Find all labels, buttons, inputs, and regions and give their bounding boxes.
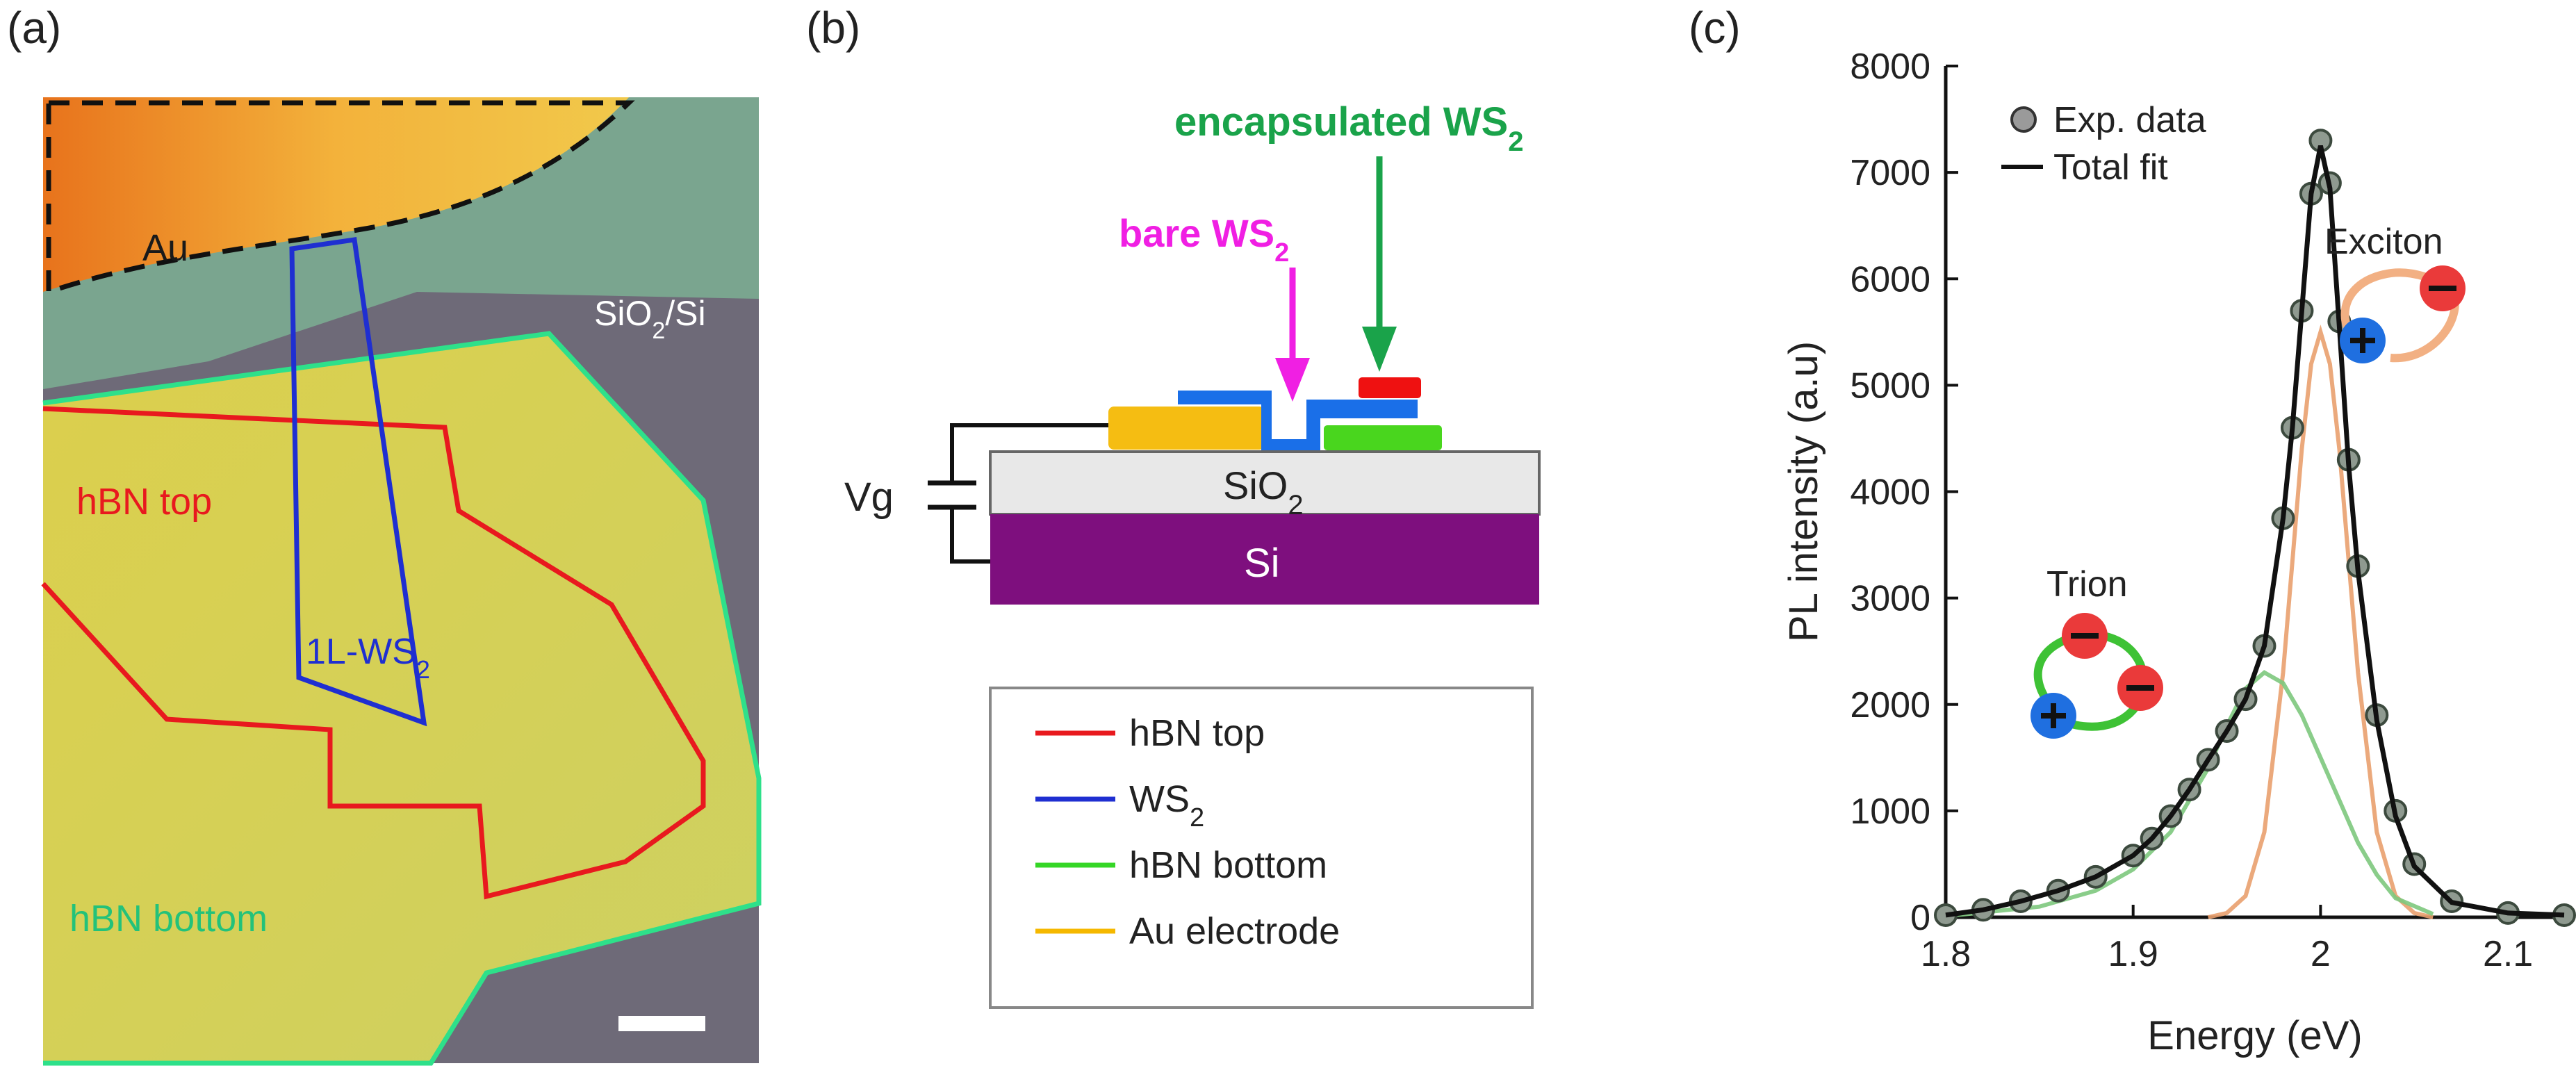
total-fit-line (1945, 145, 2565, 918)
encapsulated-ws2-label: encapsulated WS2 (1174, 99, 1523, 157)
legend-marker-exp-data (2010, 106, 2037, 133)
y-tick-label: 0 (1910, 898, 1930, 938)
x-tick-label: 2 (2311, 934, 2331, 974)
ws2-layer (1178, 391, 1418, 450)
panel-c: (c) 0 1000 2000 3000 4000 5000 6000 7000 8000 1.8… (1689, 3, 2576, 1058)
x-tick-label: 1.9 (2108, 934, 2158, 974)
legend-label-hbn-top: hBN top (1129, 712, 1265, 754)
y-tick-label: 7000 (1850, 153, 1930, 193)
y-tick-label: 2000 (1850, 685, 1930, 725)
hbn-top-label: hBN top (76, 481, 212, 523)
gate-wire-bottom (950, 507, 990, 564)
encapsulated-arrow-head (1362, 327, 1397, 372)
exciton-sketch: Exciton (2324, 222, 2466, 363)
panel-c-label: (c) (1689, 3, 1741, 53)
legend-label-au: Au electrode (1129, 910, 1340, 952)
pl-spectrum-chart: 0 1000 2000 3000 4000 5000 6000 7000 8000 1.8 1.9 2… (1781, 47, 2576, 1058)
y-tick-label: 1000 (1850, 791, 1930, 832)
bare-ws2-label: bare WS2 (1119, 211, 1289, 268)
x-axis-label: Energy (eV) (2147, 1013, 2362, 1058)
micrograph (43, 97, 759, 1063)
panel-a: (a) Au SiO2/Si hBN top 1L-WS2 hBN bottom (7, 3, 762, 1066)
legend-label-total-fit: Total fit (2053, 147, 2168, 188)
component-curve-3 (1945, 670, 2434, 919)
x-tick-label: 2.1 (2483, 934, 2533, 974)
y-tick-label: 5000 (1850, 366, 1930, 406)
legend-label-exp-data: Exp. data (2053, 100, 2206, 140)
y-tick-label: 8000 (1850, 47, 1930, 87)
hbn-top-outline (41, 406, 706, 900)
bare-arrow-head (1275, 358, 1310, 402)
y-tick-label: 3000 (1850, 579, 1930, 619)
gold-electrode-area (43, 97, 629, 292)
y-axis-label: PL intensity (a.u) (1781, 341, 1826, 642)
hbn-bottom-block (1324, 425, 1442, 450)
trion-loop (2033, 630, 2149, 731)
chart-legend: Exp. data Total fit (2001, 100, 2206, 188)
gate-wire-top (950, 423, 1108, 483)
au-electrode-block (1108, 407, 1265, 450)
panel-a-label: (a) (7, 3, 61, 53)
gate-label: Vg (844, 475, 894, 520)
trion-label: Trion (2046, 564, 2128, 605)
component-curve-2 (2207, 325, 2434, 919)
panel-b: (b) encapsulated WS2 bare WS2 SiO2 Si Vg… (806, 3, 1541, 1009)
x-tick-label: 1.8 (1921, 934, 1971, 974)
ws2-outline (289, 237, 427, 727)
exciton-label: Exciton (2324, 222, 2443, 262)
hbn-top-block (1359, 377, 1421, 398)
au-outline (46, 100, 635, 295)
trion-plus-icon (2041, 703, 2066, 728)
exciton-plus-icon (2350, 328, 2375, 353)
legend-items: hBN top WS2 hBN bottom Au electrode (1035, 712, 1340, 952)
y-tick-label: 6000 (1850, 259, 1930, 299)
legend-label-ws2: WS2 (1129, 778, 1204, 832)
ws2-label: 1L-WS2 (306, 632, 430, 684)
si-layer (990, 514, 1539, 605)
si-label: Si (1244, 541, 1280, 586)
sio2-layer (989, 450, 1541, 516)
hbn-bottom-flake (43, 334, 759, 1063)
sio2-label: SiO2 (1223, 463, 1304, 520)
legend-label-hbn-bottom: hBN bottom (1129, 844, 1327, 886)
trion-sketch: Trion (2031, 564, 2163, 739)
scale-bar (618, 1016, 705, 1031)
panel-b-label: (b) (806, 3, 860, 53)
hbn-bottom-label: hBN bottom (69, 898, 268, 939)
legend-box (989, 687, 1534, 1009)
au-label: Au (142, 227, 188, 269)
substrate-label: SiO2/Si (594, 294, 706, 344)
y-tick-label: 4000 (1850, 473, 1930, 513)
hbn-bottom-outline (42, 331, 762, 1066)
